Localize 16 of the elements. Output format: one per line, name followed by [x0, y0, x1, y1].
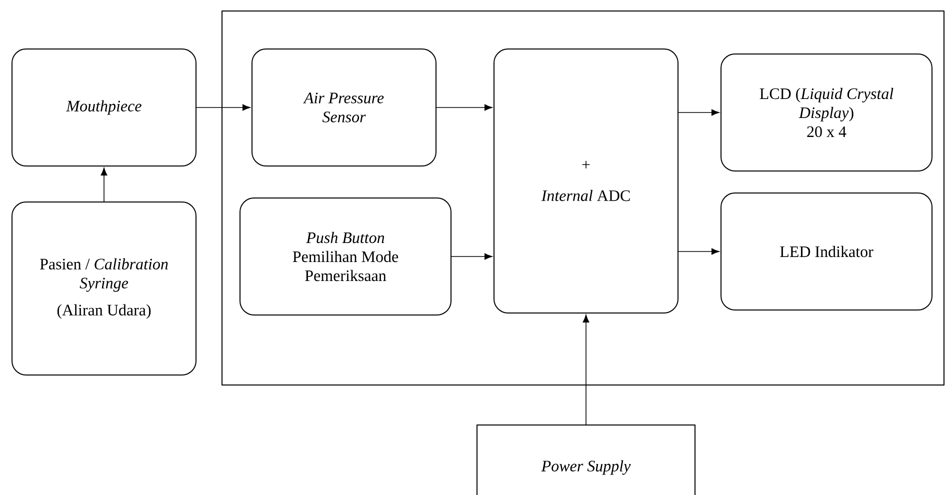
block-box: + Internal ADC — [494, 48, 678, 314]
block-box: LED Indikator — [720, 192, 932, 310]
block-box: Mouthpiece — [12, 48, 196, 166]
block-box: Pasien / Calibration Syringe (Aliran Udara) — [12, 202, 196, 376]
arrow — [196, 104, 250, 111]
frame-box — [222, 10, 944, 386]
arrow — [451, 253, 492, 260]
arrow — [100, 168, 108, 202]
block-box: Push Button Pemilihan Mode Pemeriksaan — [240, 198, 452, 316]
arrow — [678, 248, 720, 255]
block-box: LCD (Liquid Crystal Display) 20 x 4 — [720, 54, 932, 172]
arrow — [678, 109, 720, 116]
arrow — [436, 104, 492, 111]
arrow — [582, 314, 590, 425]
block-box: Power Supply — [476, 424, 696, 495]
block-box: Air Pressure Sensor — [252, 48, 436, 166]
